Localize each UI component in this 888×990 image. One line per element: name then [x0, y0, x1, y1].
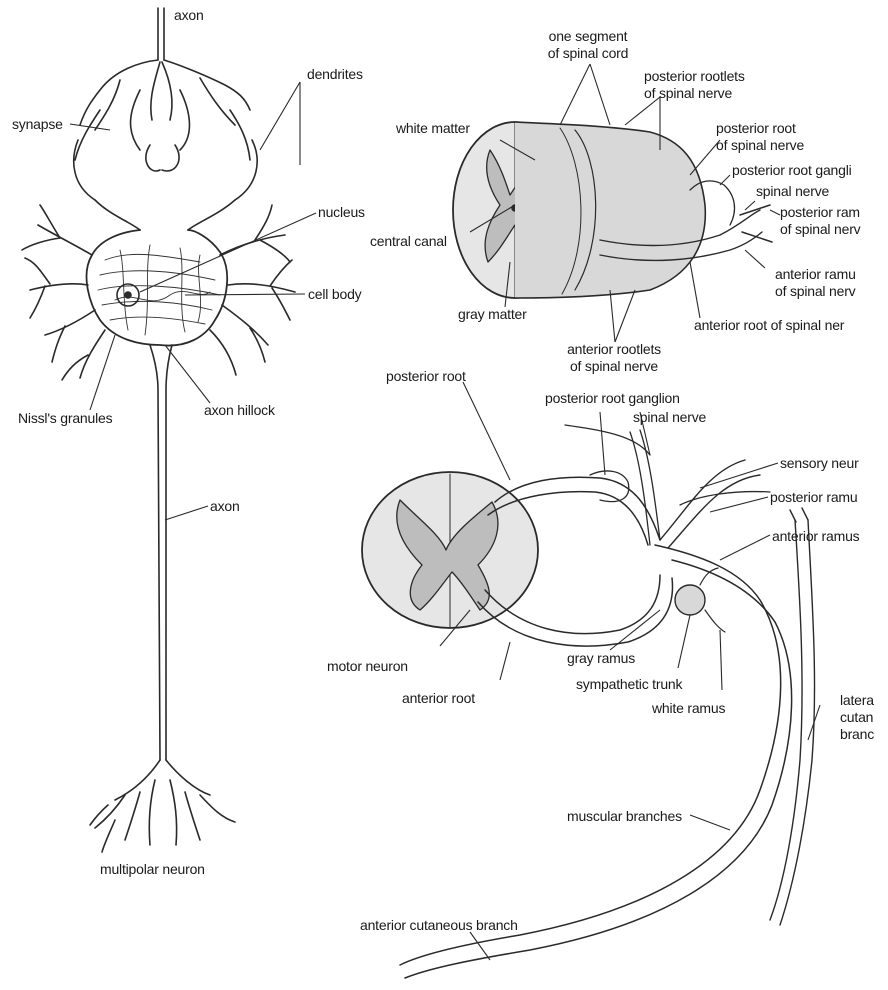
label-spinal-nerve-segment: spinal nerve	[756, 183, 829, 200]
label-anterior-ramus: anterior ramus	[772, 528, 859, 545]
multipolar-neuron	[22, 8, 295, 852]
label-central-canal: central canal	[370, 233, 447, 250]
label-muscular-branches: muscular branches	[567, 808, 682, 825]
label-sensory-neuron: sensory neur	[780, 455, 859, 472]
label-nucleus: nucleus	[318, 204, 365, 221]
label-axon-top: axon	[174, 7, 204, 24]
label-anterior-cutaneous-branch: anterior cutaneous branch	[360, 917, 518, 934]
label-synapse: synapse	[12, 116, 63, 133]
label-posterior-root-ganglion: posterior root ganglion	[545, 390, 680, 407]
label-gray-matter: gray matter	[458, 306, 527, 323]
label-posterior-ramus: posterior ramu	[770, 489, 857, 506]
label-white-ramus: white ramus	[652, 700, 725, 717]
label-white-matter: white matter	[396, 120, 470, 137]
label-anterior-root: anterior root	[402, 690, 475, 707]
label-cell-body: cell body	[308, 286, 361, 303]
label-axon-mid: axon	[210, 498, 240, 515]
label-gray-ramus: gray ramus	[567, 650, 635, 667]
label-motor-neuron: motor neuron	[327, 658, 408, 675]
label-nissl-granules: Nissl's granules	[18, 410, 112, 427]
label-anterior-root-segment: anterior root of spinal ner	[694, 317, 844, 334]
label-dendrites: dendrites	[307, 66, 363, 83]
label-sympathetic-trunk: sympathetic trunk	[576, 676, 682, 693]
label-multipolar-neuron: multipolar neuron	[100, 861, 205, 878]
label-posterior-root: posterior root	[386, 368, 466, 385]
label-spinal-nerve: spinal nerve	[633, 409, 706, 426]
label-axon-hillock: axon hillock	[204, 402, 275, 419]
label-posterior-root-ganglion-segment: posterior root gangli	[732, 162, 852, 179]
